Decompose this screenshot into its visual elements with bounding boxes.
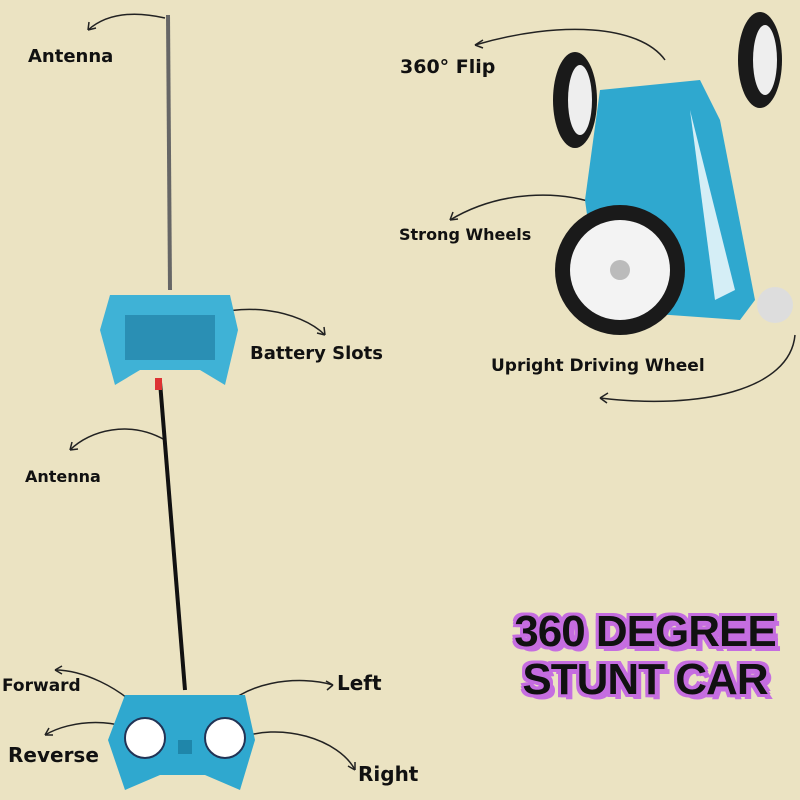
product-title: 360 DEGREE STUNT CAR <box>500 608 790 704</box>
label-left: Left <box>337 671 382 695</box>
title-line-1: 360 DEGREE <box>514 607 776 656</box>
label-battery-slots: Battery Slots <box>250 343 383 364</box>
label-right: Right <box>358 762 419 786</box>
label-antenna-top: Antenna <box>28 46 114 67</box>
label-upright-driving-wheel: Upright Driving Wheel <box>491 356 705 376</box>
transmitter-back <box>100 14 238 385</box>
label-reverse: Reverse <box>8 743 99 767</box>
stunt-car <box>553 12 793 335</box>
transmitter-front <box>108 378 255 790</box>
label-forward: Forward <box>2 676 81 696</box>
title-line-2: STUNT CAR <box>522 655 768 704</box>
label-antenna-bottom: Antenna <box>25 467 101 486</box>
label-strong-wheels: Strong Wheels <box>399 225 532 244</box>
label-360-flip: 360° Flip <box>400 56 496 78</box>
